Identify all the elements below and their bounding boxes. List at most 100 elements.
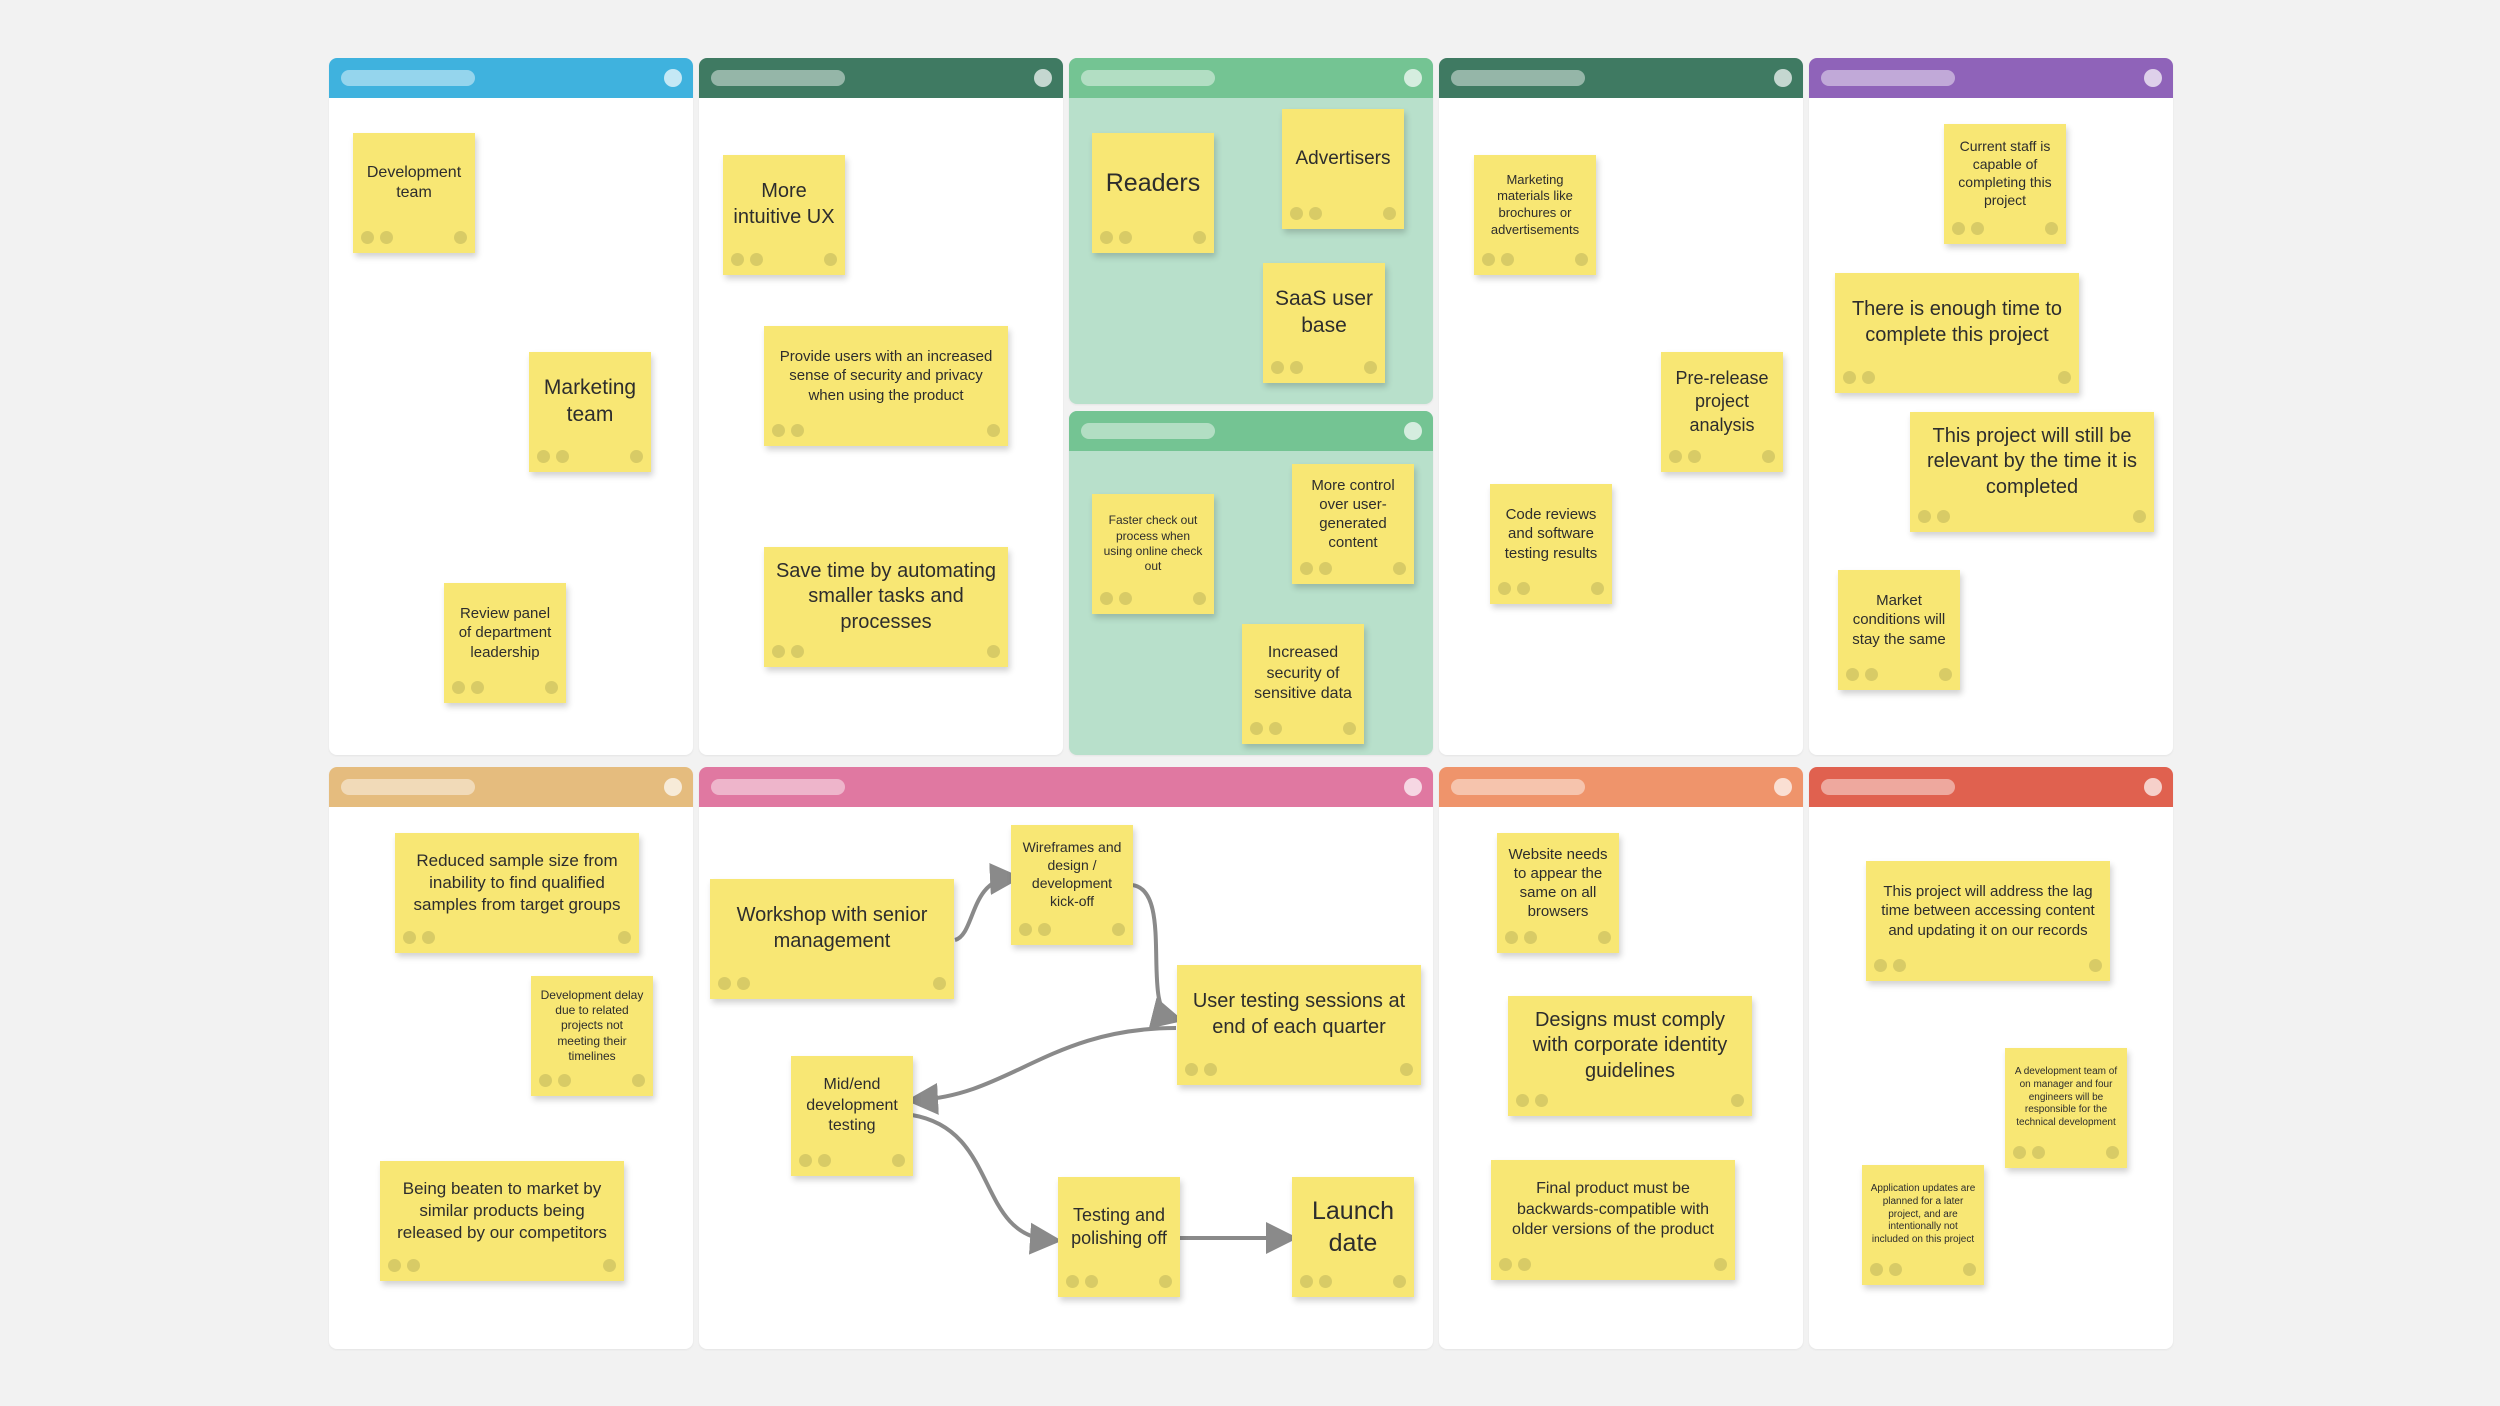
sticky-note-launch-date[interactable]: Launch date (1292, 1177, 1414, 1297)
frame-title-placeholder (711, 779, 845, 795)
sticky-note-wireframes[interactable]: Wireframes and design / development kick… (1011, 825, 1133, 945)
sticky-note-still-relevant[interactable]: This project will still be relevant by t… (1910, 412, 2154, 532)
note-reactions (772, 424, 1000, 438)
note-reactions (537, 450, 643, 464)
sticky-note-readers[interactable]: Readers (1092, 133, 1214, 253)
note-text: Testing and polishing off (1071, 1204, 1167, 1248)
frame-header[interactable] (1439, 767, 1803, 807)
sticky-note-development-team-info[interactable]: A development team of on manager and fou… (2005, 1048, 2127, 1168)
frame-menu-icon[interactable] (664, 69, 682, 87)
note-reactions (1250, 722, 1356, 736)
frame-menu-icon[interactable] (664, 778, 682, 796)
sticky-note-intuitive-ux[interactable]: More intuitive UX (723, 155, 845, 275)
sticky-note-beaten-to-market[interactable]: Being beaten to market by similar produc… (380, 1161, 624, 1281)
note-reactions (1874, 959, 2102, 973)
note-reactions (1271, 361, 1377, 375)
note-text: Development team (366, 163, 462, 201)
sticky-note-website-browsers[interactable]: Website needs to appear the same on all … (1497, 833, 1619, 953)
sticky-note-workshop[interactable]: Workshop with senior management (710, 879, 954, 999)
note-text: This project will still be relevant by t… (1926, 424, 2138, 498)
note-text: Increased security of sensitive data (1254, 644, 1352, 703)
sticky-note-user-testing[interactable]: User testing sessions at end of each qua… (1177, 965, 1421, 1085)
frame-title-placeholder (711, 70, 845, 86)
frame-title-placeholder (1451, 779, 1585, 795)
sticky-note-backwards-compatible[interactable]: Final product must be backwards-compatib… (1491, 1160, 1735, 1280)
sticky-note-mid-end-testing[interactable]: Mid/end development testing (791, 1056, 913, 1176)
note-text: A development team of on manager and fou… (2014, 1066, 2118, 1129)
frame-menu-icon[interactable] (2144, 69, 2162, 87)
sticky-note-advertisers[interactable]: Advertisers (1282, 109, 1404, 229)
sticky-note-reduced-sample[interactable]: Reduced sample size from inability to fi… (395, 833, 639, 953)
frame-header[interactable] (1809, 58, 2173, 98)
note-reactions (403, 931, 631, 945)
note-text: Being beaten to market by similar produc… (397, 1179, 607, 1242)
sticky-note-lag-time[interactable]: This project will address the lag time b… (1866, 861, 2110, 981)
frame-title-placeholder (1081, 423, 1215, 439)
sticky-note-application-updates[interactable]: Application updates are planned for a la… (1862, 1165, 1984, 1285)
frame-menu-icon[interactable] (1404, 778, 1422, 796)
frame-title-placeholder (1081, 70, 1215, 86)
frame-menu-icon[interactable] (1774, 69, 1792, 87)
note-text: SaaS user base (1274, 287, 1374, 337)
frame-menu-icon[interactable] (2144, 778, 2162, 796)
frame-header[interactable] (1439, 58, 1803, 98)
frame-header[interactable] (699, 767, 1433, 807)
note-reactions (1100, 231, 1206, 245)
sticky-note-marketing-materials[interactable]: Marketing materials like brochures or ad… (1474, 155, 1596, 275)
note-reactions (1290, 207, 1396, 221)
frame-menu-icon[interactable] (1034, 69, 1052, 87)
frame-header[interactable] (329, 58, 693, 98)
note-reactions (539, 1074, 645, 1088)
note-text: Website needs to appear the same on all … (1508, 845, 1608, 921)
note-text: Market conditions will stay the same (1852, 592, 1946, 648)
frame-header[interactable] (1809, 767, 2173, 807)
sticky-note-code-reviews[interactable]: Code reviews and software testing result… (1490, 484, 1612, 604)
note-text: Application updates are planned for a la… (1870, 1183, 1976, 1246)
note-reactions (1185, 1063, 1413, 1077)
sticky-note-market-conditions[interactable]: Market conditions will stay the same (1838, 570, 1960, 690)
note-text: Save time by automating smaller tasks an… (775, 559, 997, 633)
frame-header[interactable] (699, 58, 1063, 98)
note-text: Review panel of department leadership (458, 605, 552, 661)
sticky-note-corporate-identity[interactable]: Designs must comply with corporate ident… (1508, 996, 1752, 1116)
note-text: Pre-release project analysis (1675, 368, 1769, 435)
note-text: Advertisers (1295, 147, 1391, 169)
note-text: Marketing team (543, 376, 637, 426)
frame-menu-icon[interactable] (1404, 422, 1422, 440)
note-reactions (361, 231, 467, 245)
sticky-note-development-delay[interactable]: Development delay due to related project… (531, 976, 653, 1096)
note-text: Marketing materials like brochures or ad… (1490, 171, 1580, 237)
note-reactions (1505, 931, 1611, 945)
sticky-note-review-panel[interactable]: Review panel of department leadership (444, 583, 566, 703)
note-reactions (1066, 1275, 1172, 1289)
note-text: More control over user-generated content (1311, 476, 1395, 552)
sticky-note-development-team[interactable]: Development team (353, 133, 475, 253)
sticky-note-more-control[interactable]: More control over user-generated content (1292, 464, 1414, 584)
frame-title-placeholder (341, 779, 475, 795)
sticky-note-faster-checkout[interactable]: Faster check out process when using onli… (1092, 494, 1214, 614)
sticky-note-enough-time[interactable]: There is enough time to complete this pr… (1835, 273, 2079, 393)
frame-menu-icon[interactable] (1404, 69, 1422, 87)
sticky-note-save-time[interactable]: Save time by automating smaller tasks an… (764, 547, 1008, 667)
sticky-note-current-staff[interactable]: Current staff is capable of completing t… (1944, 124, 2066, 244)
note-reactions (1499, 1258, 1727, 1272)
note-text: There is enough time to complete this pr… (1851, 298, 2063, 346)
note-text: Launch date (1311, 1197, 1395, 1257)
sticky-note-security-privacy[interactable]: Provide users with an increased sense of… (764, 326, 1008, 446)
note-reactions (452, 681, 558, 695)
note-text: User testing sessions at end of each qua… (1192, 990, 1406, 1038)
sticky-note-marketing-team[interactable]: Marketing team (529, 352, 651, 472)
note-text: Provide users with an increased sense of… (779, 348, 993, 404)
frame-header[interactable] (1069, 58, 1433, 98)
note-reactions (1843, 371, 2071, 385)
sticky-note-testing-polishing[interactable]: Testing and polishing off (1058, 1177, 1180, 1297)
note-reactions (1300, 562, 1406, 576)
frame-header[interactable] (329, 767, 693, 807)
sticky-note-pre-release-analysis[interactable]: Pre-release project analysis (1661, 352, 1783, 472)
sticky-note-saas-user-base[interactable]: SaaS user base (1263, 263, 1385, 383)
note-reactions (1498, 582, 1604, 596)
frame-menu-icon[interactable] (1774, 778, 1792, 796)
sticky-note-increased-security[interactable]: Increased security of sensitive data (1242, 624, 1364, 744)
frame-header[interactable] (1069, 411, 1433, 451)
